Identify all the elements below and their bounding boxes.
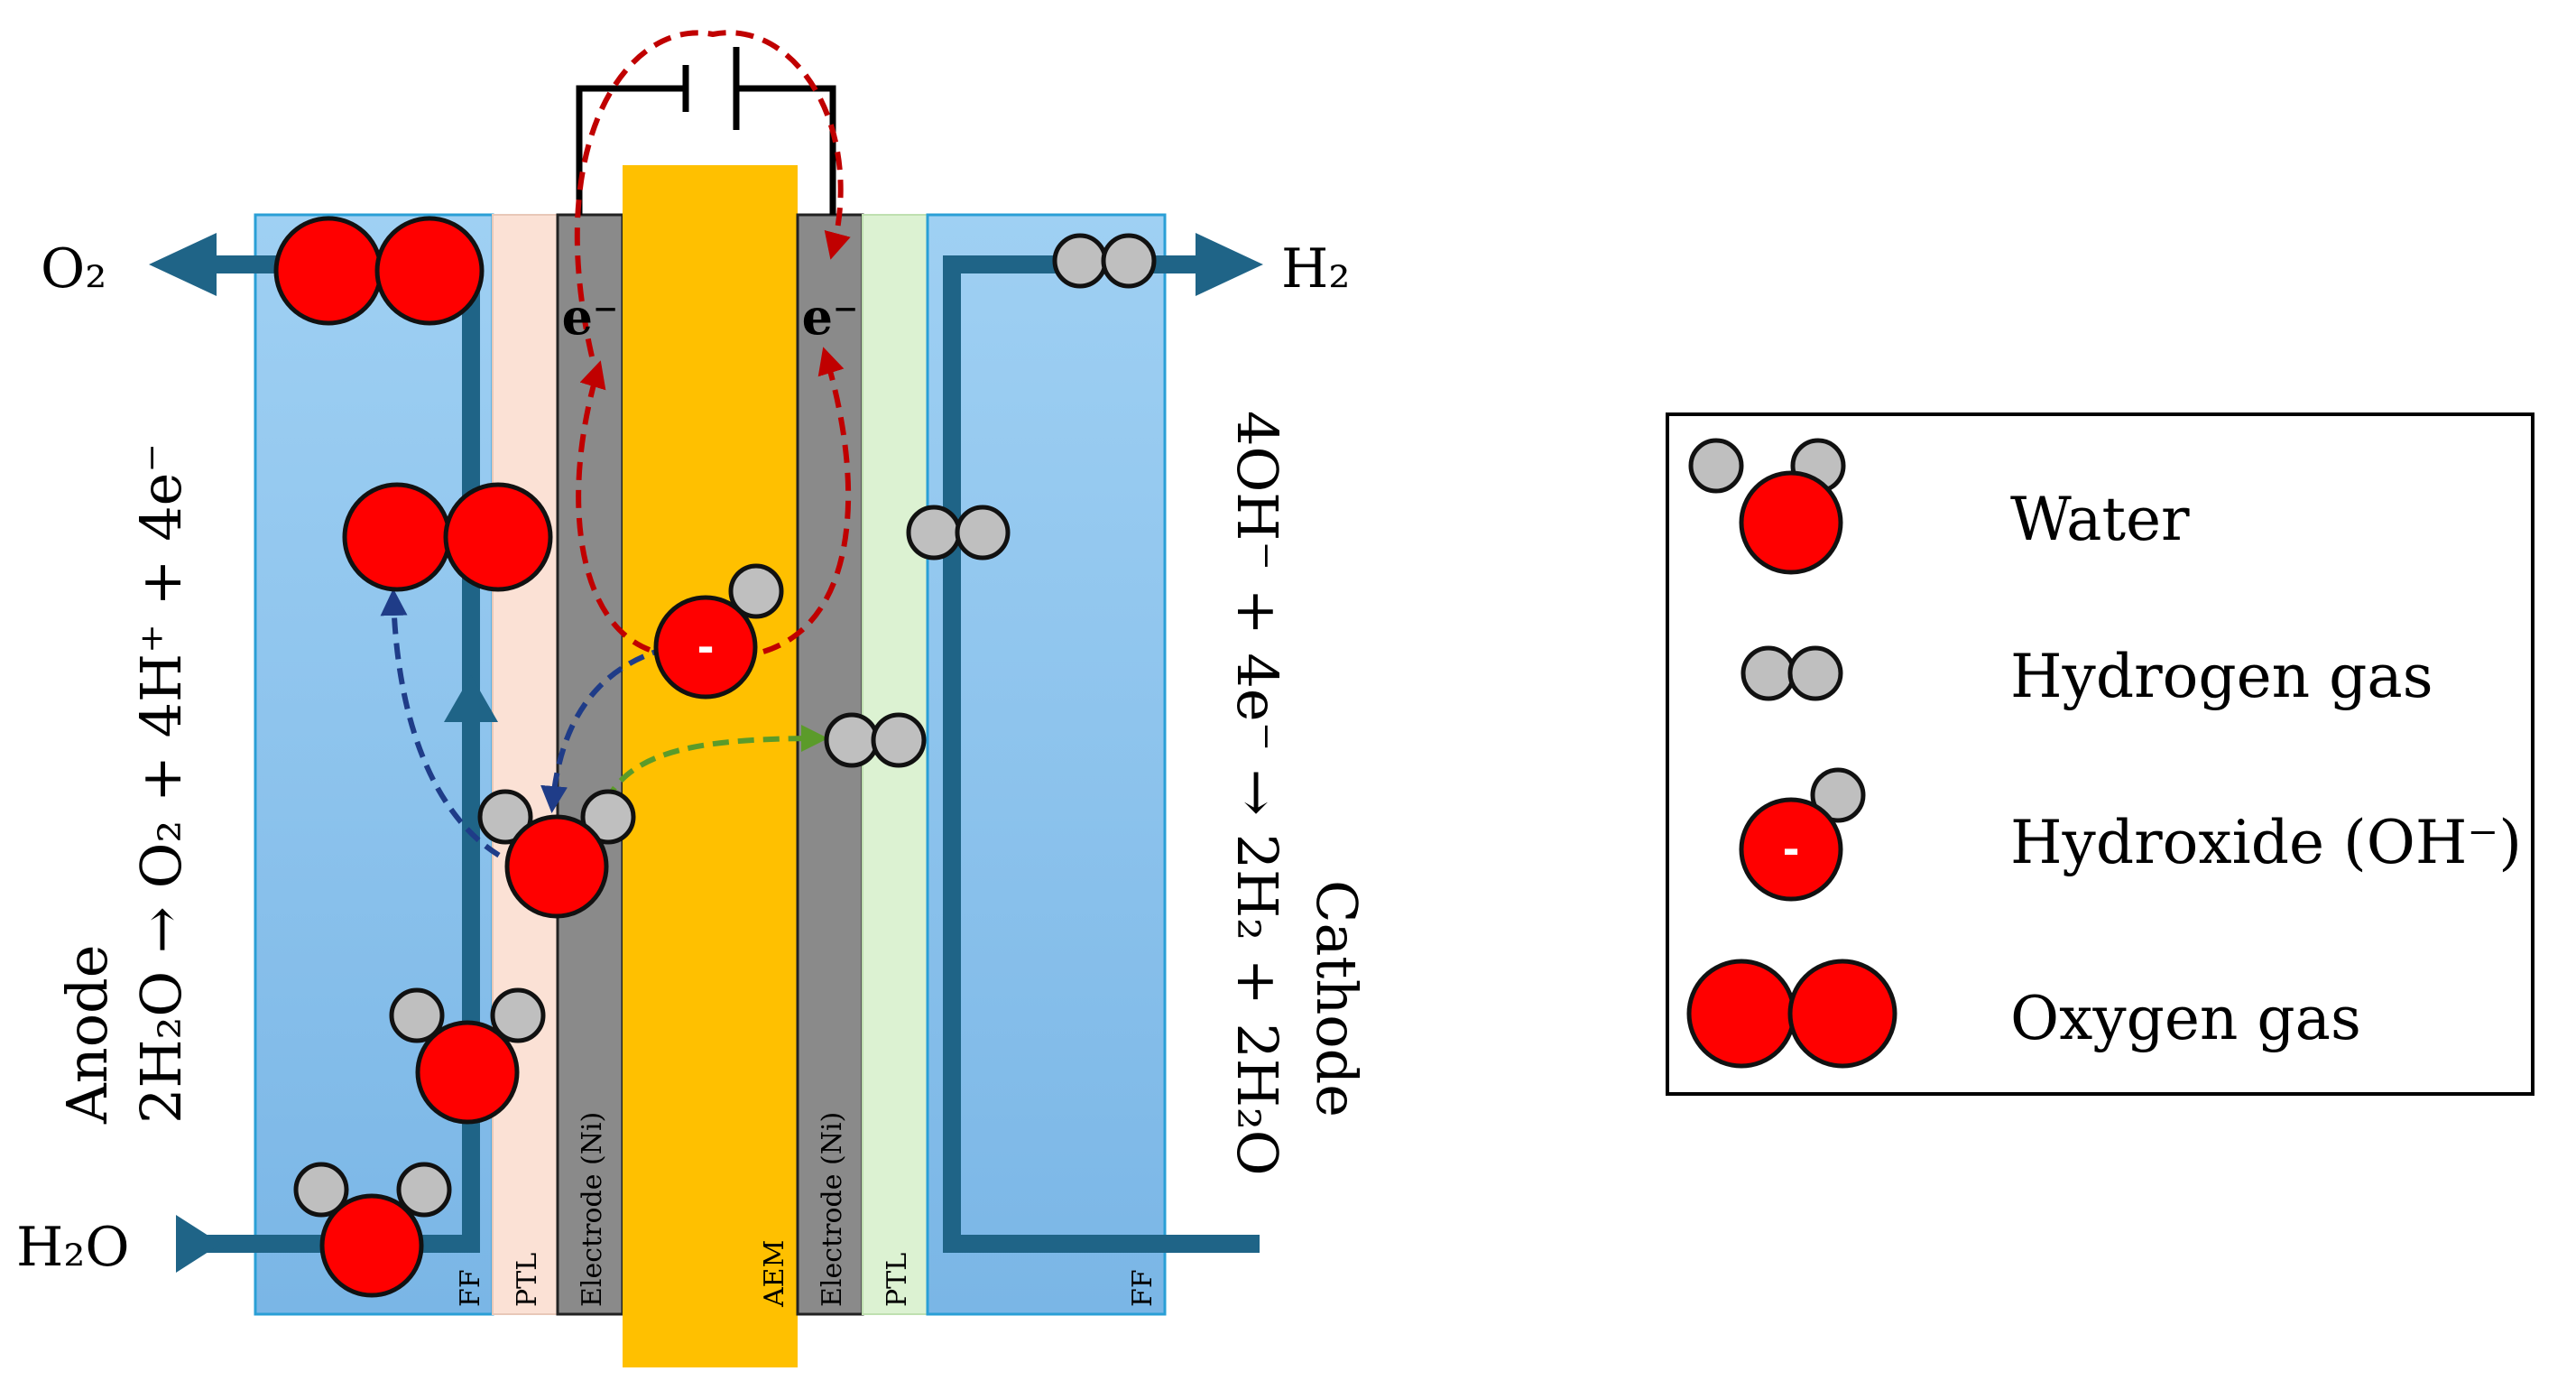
electrode-label-anode: Electrode (Ni) [577, 1112, 608, 1307]
electron-label-cathode: e⁻ [802, 288, 859, 346]
hydroxide-ion-icon [1739, 767, 1866, 902]
ptl-label-anode: PTL [512, 1253, 543, 1307]
oxygen-gas-icon [1686, 959, 1897, 1069]
legend-label-oxygen-gas: Oxygen gas [2010, 984, 2361, 1053]
water-molecule-inlet [293, 1162, 452, 1298]
hydroxide-charge-sign: - [697, 623, 714, 672]
legend-icons: - [1686, 438, 1897, 1069]
legend: - Water Hydrogen gas Hydroxide (OH⁻) Oxy… [1666, 412, 2534, 1096]
ff-label-cathode: FF [1127, 1269, 1159, 1307]
cathode-flow-field [926, 213, 1167, 1316]
aem-label: AEM [759, 1240, 790, 1308]
legend-label-hydroxide: Hydroxide (OH⁻) [2010, 808, 2522, 877]
anode-title: Anode [54, 945, 120, 1125]
aem-membrane [623, 165, 798, 1367]
anode-electrode [556, 213, 624, 1316]
h2-label: H₂ [1281, 237, 1350, 301]
cathode-gas-flow [943, 233, 1263, 1253]
legend-hydroxide-sign: - [1782, 825, 1799, 874]
anode-upflow-arrow [444, 675, 498, 722]
hydroxide-ion-membrane [653, 563, 784, 700]
water-molecule-channel [389, 987, 546, 1125]
ptl-label-cathode: PTL [882, 1253, 913, 1307]
h2-outlet-arrow [1196, 233, 1263, 296]
hydrogen-molecule-electrode [824, 712, 927, 768]
anode-ptl [492, 214, 559, 1315]
electrode-label-cathode: Electrode (Ni) [817, 1112, 848, 1307]
o2-label: O₂ [41, 237, 106, 301]
oxygen-molecule-mid [342, 482, 553, 592]
o2-outlet-arrow [149, 233, 217, 296]
cathode-reaction: 4OH⁻ + 4e⁻ → 2H₂ + 2H₂O [1224, 411, 1290, 1176]
hydrogen-gas-icon [1740, 645, 1843, 701]
hydroxide-path [380, 588, 669, 869]
cathode-title: Cathode [1304, 880, 1370, 1117]
electron-label-anode: e⁻ [562, 288, 619, 346]
anode-reaction: 2H₂O → O₂ + 4H⁺ + 4e⁻ [128, 443, 194, 1124]
h2o-label: H₂O [16, 1216, 130, 1279]
hydrogen-molecule-outlet [1052, 233, 1157, 289]
hydrogen-molecule-ptl [906, 505, 1011, 561]
oxygen-molecule-outlet [273, 216, 485, 326]
ff-label-anode: FF [455, 1269, 486, 1307]
external-circuit [576, 47, 836, 215]
h2o-inlet-arrow [176, 1215, 221, 1273]
legend-label-water: Water [2010, 485, 2190, 554]
water-molecule-reacting [477, 789, 636, 919]
electron-path [574, 30, 852, 654]
water-molecule-icon [1688, 438, 1846, 575]
anode-flow-field [254, 213, 494, 1316]
legend-label-hydrogen-gas: Hydrogen gas [2010, 642, 2433, 711]
